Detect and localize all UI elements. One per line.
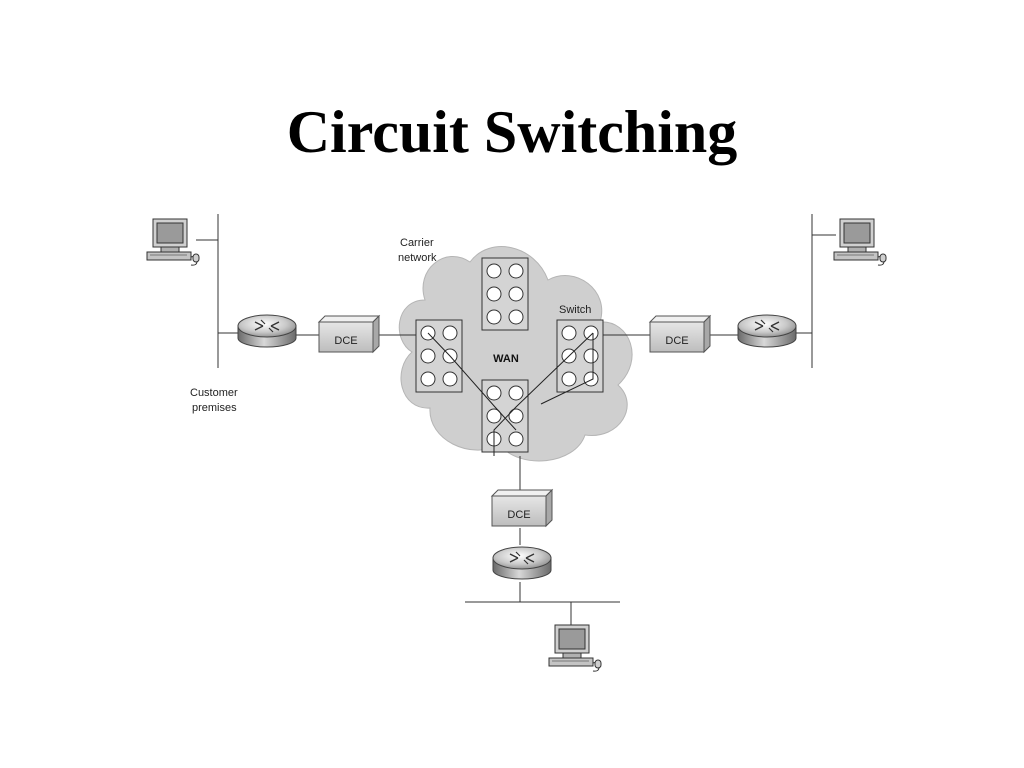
right-computer-icon [833,218,887,266]
bottom-dce-box: DCE [491,489,553,527]
left-dce-box: DCE [318,315,380,353]
bottom-computer-icon [548,624,602,672]
bottom-customer-network [465,456,620,628]
left-customer-network [196,214,418,368]
svg-text:DCE: DCE [507,509,530,521]
svg-text:DCE: DCE [665,335,688,347]
right-dce-box: DCE [649,315,711,353]
right-customer-network [600,214,836,368]
svg-text:DCE: DCE [334,335,357,347]
right-switch-icon [556,319,604,393]
bottom-switch-icon [481,379,529,453]
top-switch-icon [481,257,529,331]
left-switch-icon [415,319,463,393]
right-router-icon [737,314,797,348]
wan-label: WAN [493,353,519,365]
carrier-network-label-2: network [398,252,437,264]
cloud-icon [398,246,633,462]
left-router-icon [237,314,297,348]
customer-premises-label-2: premises [192,402,237,414]
bottom-router-icon [492,546,552,580]
customer-premises-label-1: Customer [190,387,238,399]
left-computer-icon [146,218,200,266]
circuit-paths [427,332,594,456]
switch-label: Switch [559,304,591,316]
carrier-network-label-1: Carrier [400,237,434,249]
slide-title: Circuit Switching [286,99,738,165]
